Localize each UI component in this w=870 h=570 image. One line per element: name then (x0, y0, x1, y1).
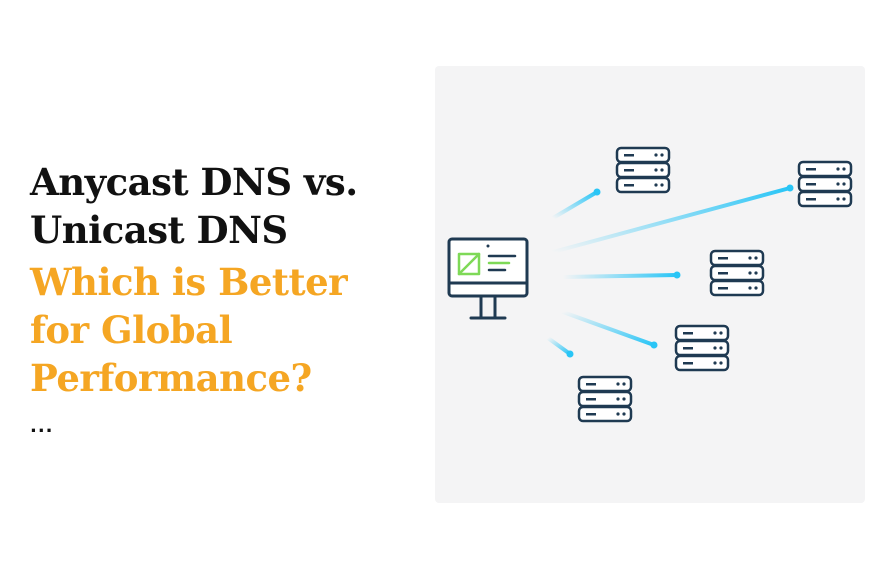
server-rack-icon (674, 324, 730, 372)
network-diagram-svg (447, 146, 853, 423)
connection-dot-3 (673, 271, 681, 279)
connection-lines (546, 184, 794, 358)
subtitle-line-1: Which is Better (30, 260, 348, 304)
connection-line-4 (561, 310, 656, 347)
headline-block: Anycast DNS vs. Unicast DNS Which is Bet… (30, 158, 420, 437)
ellipsis-text: ... (30, 416, 54, 437)
connection-line-5 (546, 336, 572, 356)
server-rack-icon (577, 375, 633, 423)
desktop-computer-icon (447, 237, 529, 320)
subtitle-line-2: for Global (30, 308, 233, 352)
network-illustration (435, 66, 865, 503)
connection-dot-2 (786, 184, 794, 192)
connection-line-2 (551, 186, 792, 254)
connection-line-3 (561, 273, 679, 279)
connection-line-1 (551, 190, 599, 220)
connection-dot-4 (650, 341, 658, 349)
page-subtitle: Which is Better for Global Performance? (30, 258, 420, 402)
connection-dot-5 (566, 350, 574, 358)
connection-dot-1 (593, 188, 601, 196)
server-rack-icon (709, 249, 765, 297)
server-rack-icon (797, 160, 853, 208)
title-line-1: Anycast DNS vs. (30, 160, 358, 204)
subtitle-line-3: Performance? (30, 356, 312, 400)
server-rack-icon (615, 146, 671, 194)
page-title: Anycast DNS vs. Unicast DNS (30, 158, 420, 254)
title-line-2: Unicast DNS (30, 208, 288, 252)
